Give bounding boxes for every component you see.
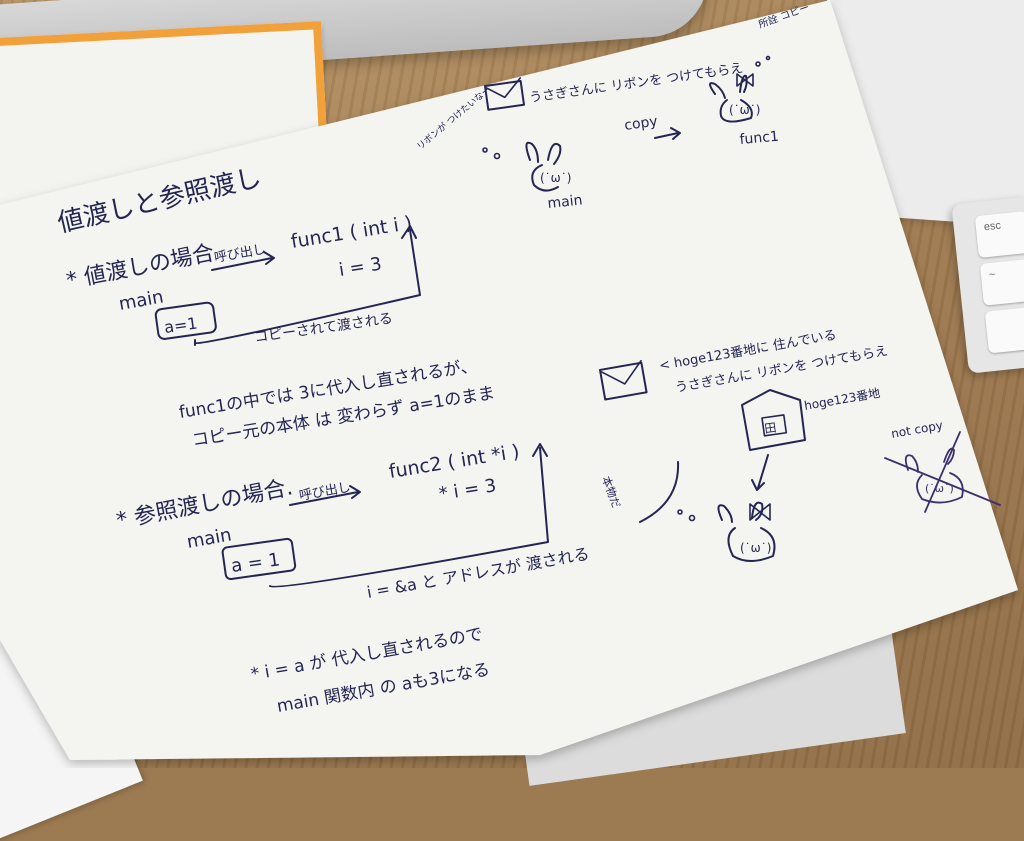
orange-bordered-paper bbox=[0, 21, 331, 225]
tab-key bbox=[984, 306, 1024, 354]
background-paper-right bbox=[812, 0, 1024, 228]
esc-key: esc bbox=[974, 210, 1024, 259]
tilde-key: ~ bbox=[979, 258, 1024, 306]
